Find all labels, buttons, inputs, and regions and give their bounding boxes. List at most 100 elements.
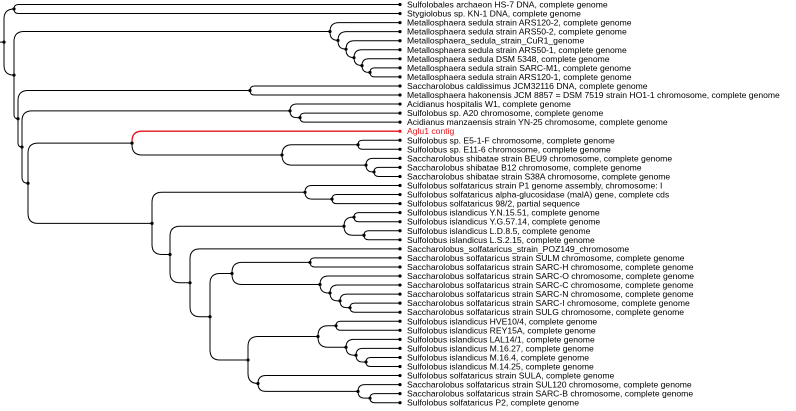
- tree-branch: [319, 284, 330, 294]
- internal-node-dot: [372, 170, 376, 174]
- leaf-label[interactable]: Sulfolobus sp. E5-1-F chromosome, comple…: [407, 135, 615, 145]
- leaf-label[interactable]: Saccharolobus shibatae strain BEU9 chrom…: [407, 153, 672, 163]
- tree-branch: [231, 261, 310, 274]
- tree-branch: [13, 4, 400, 10]
- leaf-label[interactable]: Saccharolobus solfataricus strain SARC-N…: [407, 289, 694, 299]
- leaf-label[interactable]: Saccharolobus shibatae B12 chromosome, c…: [407, 162, 642, 172]
- leaf-label[interactable]: Stygiolobus sp. KN-1 DNA, complete genom…: [407, 9, 581, 19]
- leaf-label[interactable]: Saccharolobus solfataricus strain SULG c…: [407, 307, 684, 317]
- leaf-label[interactable]: Sulfolobales archaeon HS-7 DNA, complete…: [407, 0, 608, 10]
- tree-branch: [343, 226, 364, 236]
- tree-branch: [27, 142, 132, 184]
- tree-branch: [21, 147, 29, 184]
- leaf-label[interactable]: Metallosphaera sedula strain SARC-M1, co…: [407, 63, 631, 73]
- leaf-label[interactable]: Metallosphaera sedula strain ARS120-2, c…: [407, 18, 632, 28]
- leaf-label[interactable]: Saccharolobus shibatae strain S38A chrom…: [407, 171, 670, 181]
- leaf-label[interactable]: Sulfolobus islandicus HVE10/4, complete …: [407, 316, 597, 326]
- leaf-label[interactable]: Sulfolobus islandicus Y.G.57.14, complet…: [407, 217, 600, 227]
- leaf-label[interactable]: Sulfolobus sp. E11-6 chromosome, complet…: [407, 144, 611, 154]
- tree-branch: [329, 31, 339, 41]
- leaf-label[interactable]: Saccharolobus solfataricus strain SARC-H…: [407, 262, 694, 272]
- leaf-label[interactable]: Metallosphaera sedula strain ARS50-1, co…: [407, 45, 627, 55]
- leaf-label[interactable]: Sulfolobus islandicus M.14.25, complete …: [407, 362, 594, 372]
- leaf-label[interactable]: Sulfolobus islandicus M.16.4, complete g…: [407, 352, 589, 362]
- leaf-label[interactable]: Sulfolobus islandicus REY15A, complete g…: [407, 325, 596, 335]
- leaf-label[interactable]: Sulfolobus islandicus L.S.2.15, complete…: [407, 235, 595, 245]
- leaf-label[interactable]: Saccharolobus solfataricus strain SUL120…: [407, 380, 692, 390]
- leaf-label[interactable]: Sulfolobus islandicus M.16.27, complete …: [407, 343, 594, 353]
- leaf-label[interactable]: Saccharolobus solfataricus strain SARC-O…: [407, 271, 694, 281]
- leaf-label[interactable]: Saccharolobus solfataricus strain SARC-B…: [407, 389, 693, 399]
- leaf-label[interactable]: Sulfolobus islandicus LAL14/1, complete …: [407, 334, 595, 344]
- internal-node-dot: [356, 389, 360, 393]
- tree-branch: [249, 85, 400, 91]
- leaf-label[interactable]: Sulfolobus solfataricus strain P1 genome…: [407, 181, 662, 191]
- internal-node-dot: [246, 358, 250, 362]
- leaf-label[interactable]: Metallosphaera sedula strain ARS120-1, c…: [407, 72, 632, 82]
- leaf-label[interactable]: Metallosphaera_sedula_strain_CuR1_genome: [407, 36, 584, 46]
- leaf-label[interactable]: Acidianus hospitalis W1, complete genome: [407, 99, 571, 109]
- highlighted-leaf-label[interactable]: Aglu1 contig: [407, 126, 455, 136]
- leaf-label[interactable]: Sulfolobus solfataricus 98/2, partial se…: [407, 199, 580, 209]
- internal-node-dot: [334, 324, 338, 328]
- leaf-label[interactable]: Sulfolobus islandicus Y.N.15.51, complet…: [407, 208, 600, 218]
- tree-branch: [289, 110, 300, 119]
- tree-branch: [355, 347, 400, 356]
- leaf-label[interactable]: Metallosphaera sedula DSM 5348, complete…: [407, 54, 610, 64]
- tree-branch: [331, 194, 400, 200]
- tree-branch: [363, 235, 400, 241]
- tree-branch: [189, 248, 400, 283]
- tree-branch: [169, 225, 344, 255]
- internal-node-dot: [26, 181, 30, 185]
- internal-node-dot: [288, 109, 292, 113]
- internal-node-dot: [364, 360, 368, 364]
- leaf-label[interactable]: Sulfolobus islandicus L.D.8.5, complete …: [407, 226, 591, 236]
- internal-node-dot: [316, 334, 320, 339]
- internal-node-dot: [12, 7, 16, 11]
- tree-branch: [329, 292, 340, 302]
- internal-node-dot: [130, 141, 134, 145]
- internal-node-dot: [328, 291, 332, 295]
- tree-branch: [189, 282, 210, 318]
- tree-branch: [304, 185, 400, 193]
- tree-branch: [13, 9, 400, 15]
- internal-node-dot: [318, 282, 322, 287]
- internal-node-dot: [248, 88, 252, 93]
- leaf-label[interactable]: Saccharolobus_solfataricus_strain_POZ149…: [407, 244, 629, 254]
- tree-branch: [345, 338, 400, 348]
- internal-node-dot: [352, 215, 356, 219]
- internal-node-dot: [356, 143, 360, 147]
- tree-branch: [349, 302, 400, 308]
- tree-branch: [249, 90, 400, 96]
- tree-branch: [337, 31, 400, 41]
- leaf-label[interactable]: Saccharolobus solfataricus strain SULM c…: [407, 253, 685, 263]
- leaf-label[interactable]: Metallosphaera hakonensis JCM 8857 = DSM…: [407, 90, 780, 100]
- tree-branch: [353, 212, 400, 218]
- leaf-label[interactable]: Sulfolobus solfataricus strain SULA, com…: [407, 371, 615, 381]
- tree-branch: [247, 359, 259, 384]
- leaf-label[interactable]: Acidianus manzaensis strain YN-25 chromo…: [407, 117, 668, 127]
- leaf-label[interactable]: Saccharolobus solfataricus strain SARC-C…: [407, 280, 694, 290]
- tree-branch: [13, 75, 19, 120]
- tree-branch: [363, 230, 400, 236]
- tree-branch: [331, 199, 400, 205]
- tree-branch: [329, 22, 400, 32]
- tree-branch: [151, 223, 170, 256]
- leaf-label[interactable]: Saccharolobus solfataricus strain SARC-I…: [407, 298, 690, 308]
- internal-node-dot: [298, 116, 302, 120]
- tree-branch: [169, 254, 190, 284]
- leaf-label[interactable]: Saccharolobus caldissimus JCM32116 DNA, …: [407, 81, 648, 91]
- tree-branch: [345, 40, 400, 50]
- tree-branch: [281, 144, 358, 155]
- leaf-label[interactable]: Metallosphaera sedula strain ARS50-2, co…: [407, 27, 627, 37]
- internal-node-dot: [354, 353, 358, 357]
- tree-branch: [247, 336, 318, 360]
- tree-branch: [281, 154, 366, 166]
- tree-branch: [21, 110, 290, 148]
- leaf-label[interactable]: Sulfolobus solfataricus P2, complete gen…: [407, 398, 579, 408]
- leaf-label[interactable]: Sulfolobus sp. A20 chromosome, complete …: [407, 108, 604, 118]
- internal-node-dot: [342, 224, 346, 228]
- leaf-label[interactable]: Sulfolobus solfataricus alpha-glucosidas…: [407, 190, 669, 200]
